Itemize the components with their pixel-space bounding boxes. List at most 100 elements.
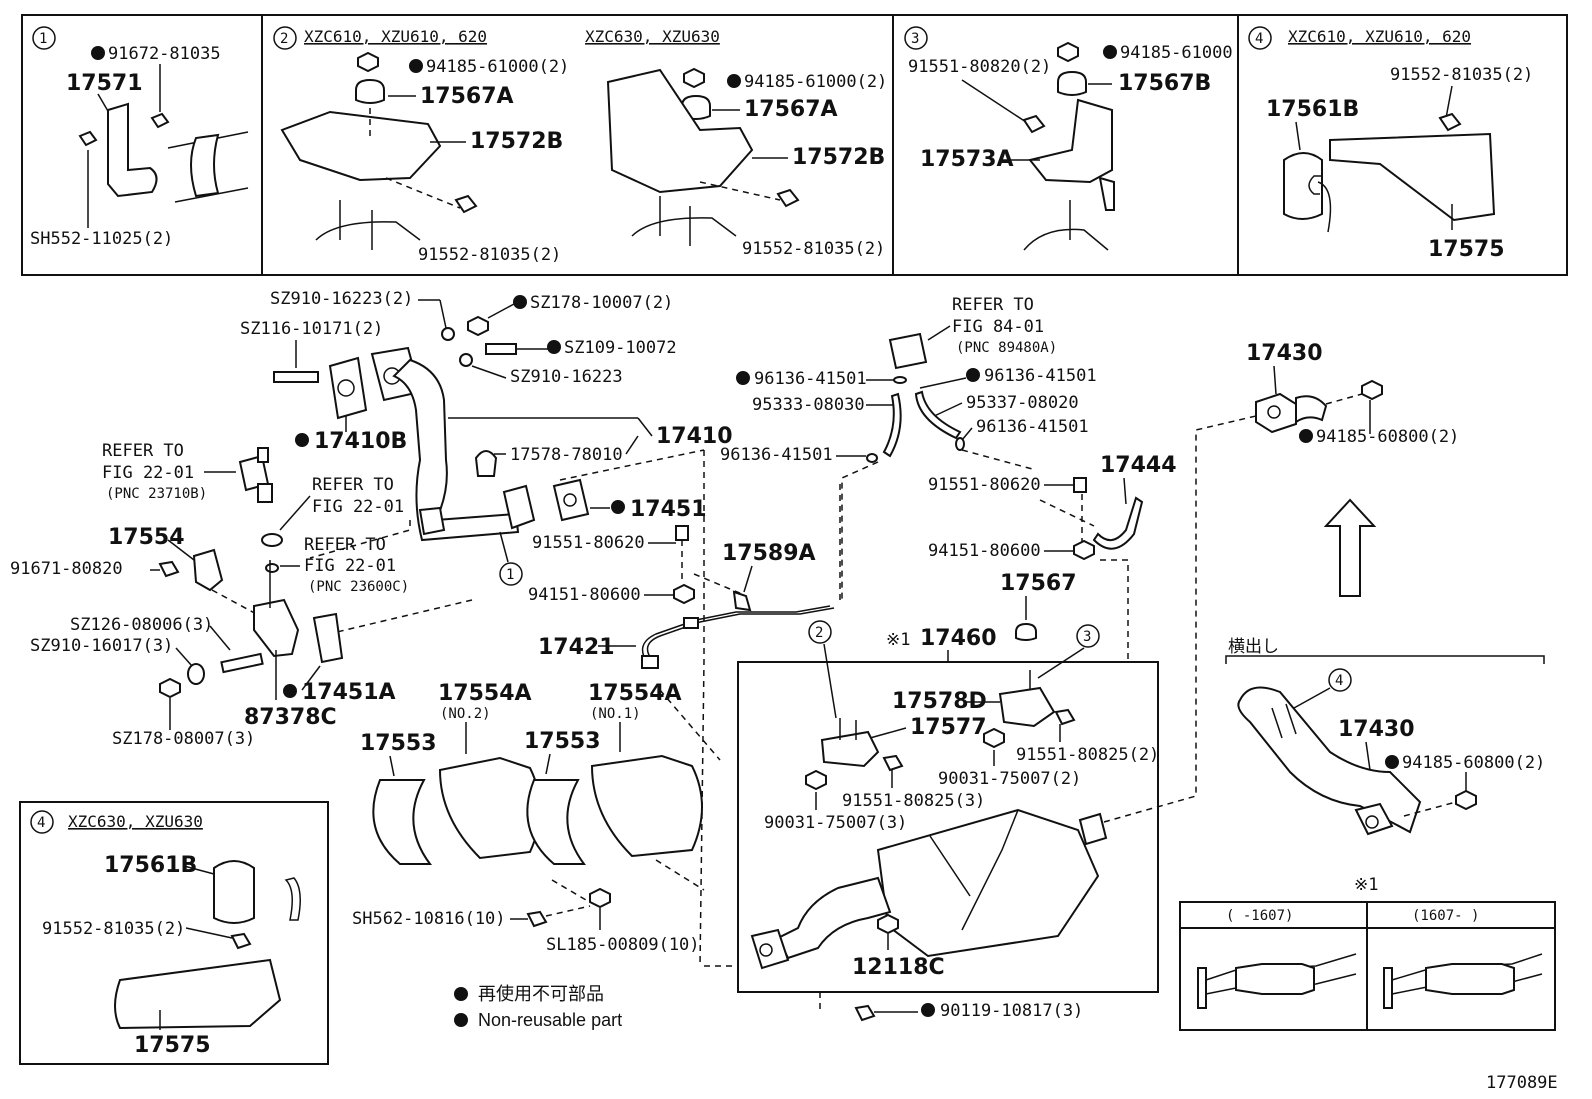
label-17589a: 17589A <box>722 541 816 566</box>
label-sz126-08006-3: SZ126-08006(3) <box>70 615 213 635</box>
panel-4b: 4 XZC630, XZU630 17561B 91552-81035(2) 1… <box>19 801 329 1065</box>
panel-3-number: 3 <box>911 31 919 47</box>
label-sz910-16223-2: SZ910-16223(2) <box>270 289 413 309</box>
label-17571: 17571 <box>66 71 143 96</box>
label-90031-75007-3: 90031-75007(3) <box>764 813 907 833</box>
label-91672-81035: 91672-81035 <box>108 44 221 64</box>
label-17451a: 17451A <box>302 680 396 705</box>
label-94185-61000-a: 94185-61000(2) <box>426 57 569 77</box>
panel-2: 2 XZC610, XZU610, 620 XZC630, XZU630 941… <box>273 26 887 265</box>
non-reusable-dot <box>91 46 105 60</box>
label-91551-80620-b: 91551-80620 <box>928 475 1041 495</box>
label-91551-80825-2: 91551-80825(2) <box>1016 745 1159 765</box>
label-17553-b: 17553 <box>524 729 601 754</box>
label-sz178-08007-3: SZ178-08007(3) <box>112 729 255 749</box>
label-17444: 17444 <box>1100 453 1177 478</box>
label-17572b-a: 17572B <box>470 129 563 154</box>
dpf-assembly: ※1 17460 2 3 17578D 17577 91551-80825(2)… <box>704 415 1257 1022</box>
label-90031-75007-2: 90031-75007(2) <box>938 769 1081 789</box>
hose-group: REFER TO FIG 84-01 (PNC 89480A) 96136-41… <box>720 295 1177 662</box>
label-refer-to-1: REFER TO <box>102 441 184 461</box>
label-95333-08030: 95333-08030 <box>752 395 865 415</box>
label-17567b: 17567B <box>1118 71 1211 96</box>
label-17575-b: 17575 <box>134 1033 211 1058</box>
panel-2-number: 2 <box>280 31 288 47</box>
label-17561b-b: 17561B <box>104 853 197 878</box>
side-exit-label: 横出し <box>1228 637 1279 657</box>
label-96136-41501-d: 96136-41501 <box>720 445 833 465</box>
label-91671-80820: 91671-80820 <box>10 559 123 579</box>
label-17451: 17451 <box>630 497 707 522</box>
diagram-id: 177089E <box>1486 1073 1558 1093</box>
label-91551-80820: 91551-80820(2) <box>908 57 1051 77</box>
label-no1: (NO.1) <box>590 706 641 722</box>
label-17460: 17460 <box>920 626 997 651</box>
label-sh552-11025: SH552-11025(2) <box>30 229 173 249</box>
panel-2-header-a: XZC610, XZU610, 620 <box>304 27 487 46</box>
label-17430-a: 17430 <box>1246 341 1323 366</box>
front-pipe-group: SZ910-16223(2) SZ178-10007(2) SZ116-1017… <box>240 289 733 586</box>
note-mark: ※1 <box>886 630 910 650</box>
inset-col-a: ( -1607) <box>1226 908 1293 924</box>
label-95337-08020: 95337-08020 <box>966 393 1079 413</box>
label-refer-to-3: REFER TO <box>304 535 386 555</box>
label-sz116-10171-2: SZ116-10171(2) <box>240 319 383 339</box>
label-17567a-a: 17567A <box>420 84 514 109</box>
label-17561b-a: 17561B <box>1266 97 1359 122</box>
inset-variants: ※1 ( -1607) (1607- ) <box>1179 875 1556 1031</box>
label-17567a-b: 17567A <box>744 97 838 122</box>
callout-1: 1 <box>506 567 514 583</box>
label-94185-60800-2-a: 94185-60800(2) <box>1316 427 1459 447</box>
up-arrow-icon <box>1323 498 1377 597</box>
panel-4b-header: XZC630, XZU630 <box>68 812 203 831</box>
label-refer-to-2: REFER TO <box>312 475 394 495</box>
label-17572b-b: 17572B <box>792 145 885 170</box>
label-pnc-23600c: (PNC 23600C) <box>308 579 409 595</box>
label-17554a-a: 17554A <box>438 681 532 706</box>
label-96136-41501-c: 96136-41501 <box>976 417 1089 437</box>
label-fig-22-01-a: FIG 22-01 <box>102 463 194 483</box>
label-94185-60800-2-b: 94185-60800(2) <box>1402 753 1545 773</box>
label-17421: 17421 <box>538 635 615 660</box>
label-90119-10817-3: 90119-10817(3) <box>940 1001 1083 1021</box>
label-sz910-16017-3: SZ910-16017(3) <box>30 636 173 656</box>
legend-en: Non-reusable part <box>478 1010 622 1030</box>
label-fig-22-01-b: FIG 22-01 <box>312 497 404 517</box>
legend: 再使用不可部品 Non-reusable part <box>454 984 622 1030</box>
inset-col-b: (1607- ) <box>1412 908 1479 924</box>
label-17567: 17567 <box>1000 571 1077 596</box>
callout-4: 4 <box>1335 673 1343 689</box>
label-sz910-16223: SZ910-16223 <box>510 367 623 387</box>
label-96136-41501-a: 96136-41501 <box>754 369 867 389</box>
label-91552-81035-a: 91552-81035(2) <box>418 245 561 265</box>
label-pnc-89480a: (PNC 89480A) <box>956 340 1057 356</box>
label-91552-81035-b: 91552-81035(2) <box>742 239 885 259</box>
legend-dot-en <box>454 1013 468 1027</box>
label-17430-b: 17430 <box>1338 717 1415 742</box>
center-group: 17451 91551-80620 94151-80600 17589A 174… <box>528 449 841 967</box>
label-94151-80600-b: 94151-80600 <box>928 541 1041 561</box>
label-87378c: 87378C <box>244 705 337 730</box>
label-91551-80825-3: 91551-80825(3) <box>842 791 985 811</box>
label-96136-41501-b: 96136-41501 <box>984 366 1097 386</box>
legend-dot-ja <box>454 987 468 1001</box>
label-17554: 17554 <box>108 525 185 550</box>
label-sz178-10007-2: SZ178-10007(2) <box>530 293 673 313</box>
label-91551-80620-a: 91551-80620 <box>532 533 645 553</box>
panel-1-number: 1 <box>39 31 47 47</box>
panel-4-header: XZC610, XZU610, 620 <box>1288 27 1471 46</box>
panel-1: 1 91672-81035 17571 SH552-11025(2) <box>30 26 249 249</box>
tailpipe-group: 17430 94185-60800(2) 横出し 4 17430 94185-6… <box>1225 341 1545 836</box>
label-17578-78010: 17578-78010 <box>510 445 623 465</box>
label-fig-22-01-c: FIG 22-01 <box>304 556 396 576</box>
inset-mark: ※1 <box>1354 875 1378 895</box>
label-17410b: 17410B <box>314 429 407 454</box>
panel-4b-number: 4 <box>37 815 45 831</box>
label-17573a: 17573A <box>920 147 1014 172</box>
label-91552-81035-d: 91552-81035(2) <box>42 919 185 939</box>
label-17577: 17577 <box>910 715 987 740</box>
label-12118c: 12118C <box>852 955 945 980</box>
label-no2: (NO.2) <box>440 706 491 722</box>
sensor-cluster: REFER TO FIG 22-01 (PNC 23710B) REFER TO… <box>10 441 473 749</box>
